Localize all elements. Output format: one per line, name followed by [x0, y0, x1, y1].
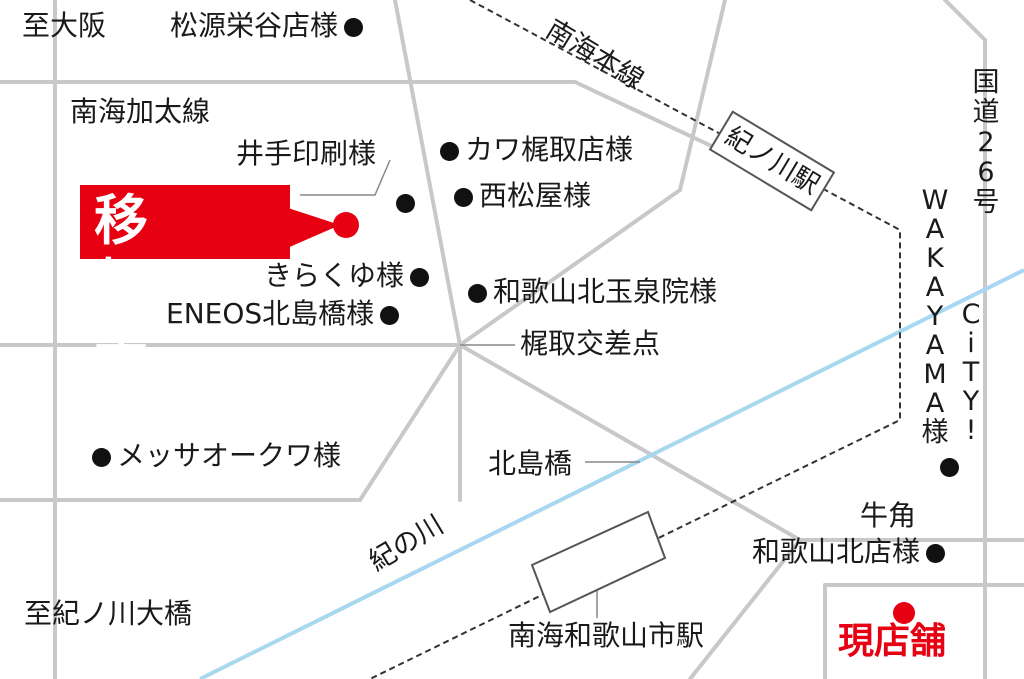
label-to-osaka: 至大阪 — [22, 9, 107, 42]
city-char: T — [962, 357, 980, 388]
poi-label: 和歌山北店様 — [752, 535, 921, 568]
destination-pointer — [285, 207, 340, 249]
wakayama-char: M — [923, 359, 947, 390]
poi-dot-icon — [92, 447, 111, 467]
road-sw — [358, 343, 462, 502]
current-store-label: 現店舗 — [838, 621, 947, 662]
city-char: i — [967, 328, 975, 359]
river-line — [199, 268, 1024, 679]
label-nankai-station: 南海和歌山市駅 — [508, 619, 705, 652]
label-gyukaku-top: 牛角 — [860, 499, 917, 532]
label-to-kinokawa-bridge: 至紀ノ川大橋 — [24, 597, 193, 630]
label-city: C i T Y ! — [956, 300, 986, 445]
poi-label: メッサオーク — [117, 439, 286, 472]
poi-label: 和歌山北玉泉院様 — [493, 275, 718, 308]
poi-dot-icon — [454, 187, 473, 207]
nankai-wakayamashi-station — [530, 510, 667, 614]
label-kitajima-bridge: 北島橋 — [488, 447, 573, 480]
wakayama-char: Y — [926, 301, 944, 332]
poi-nishimatsuya: 西松屋様 — [454, 180, 591, 212]
poi-label: ENEOS北島橋様 — [166, 297, 375, 330]
route26-char: 道 — [972, 97, 1000, 128]
poi-dot-icon — [926, 543, 946, 563]
poi-label: カワ梶取店様 — [465, 133, 634, 166]
road-north-a — [393, 0, 462, 347]
route26-char: 国 — [972, 67, 1000, 98]
poi-label: 西松屋様 — [479, 179, 592, 212]
destination-dot — [333, 212, 359, 238]
wakayama-char: A — [925, 330, 945, 361]
route26-char: 2 — [977, 127, 995, 158]
poi-matsugen: 松源栄谷店様 — [170, 9, 364, 42]
poi-dot-icon — [344, 17, 364, 37]
route26-char: 6 — [977, 157, 995, 188]
poi-label: きらくゆ様 — [264, 259, 405, 292]
route26-top — [943, 0, 987, 42]
label-route-26: 国 道 2 6 号 — [966, 68, 1006, 218]
wakayama-char: W — [921, 185, 949, 216]
city-char: C — [961, 299, 981, 330]
poi-dot-icon — [380, 305, 400, 325]
road-bottom-diag — [688, 538, 802, 679]
poi-messa: メッサオークワ様 — [92, 440, 341, 472]
poi-gyukaku: 和歌山北店様 — [752, 535, 946, 568]
poi-kitatamaizumi: 和歌山北玉泉院様 — [468, 276, 717, 308]
poi-dot-icon — [940, 458, 959, 477]
poi-kawa: カワ梶取店様 — [440, 134, 633, 166]
poi-eneos: ENEOS北島橋様 — [166, 297, 400, 330]
poi-dot-icon — [440, 141, 459, 161]
road-north-b — [678, 0, 727, 192]
label-kajitori-crossing: 梶取交差点 — [520, 327, 661, 360]
wakayama-char: A — [925, 388, 945, 419]
city-char: ! — [965, 415, 977, 446]
road-top-diag — [573, 80, 722, 152]
current-store-dot — [893, 602, 915, 624]
label-ide-print: 井手印刷様 — [236, 137, 377, 170]
wakayama-char: A — [925, 272, 945, 303]
road-kitajima — [458, 343, 802, 542]
destination-flag — [80, 185, 290, 259]
label-wakayama: W A K A Y A M A 様 — [918, 186, 952, 447]
wakayama-char: A — [925, 214, 945, 245]
poi-dot-icon — [410, 267, 430, 287]
city-char: Y — [962, 386, 980, 417]
wakayama-char: 様 — [921, 417, 949, 448]
wakayama-char: K — [926, 243, 944, 274]
poi-label-cont: ワ様 — [285, 439, 342, 472]
poi-kirakuyu: きらくゆ様 — [264, 259, 430, 292]
label-nankai-kada: 南海加太線 — [70, 95, 211, 128]
road-ne — [458, 188, 682, 347]
destination-label: 移転先 — [94, 189, 150, 380]
poi-dot-icon — [396, 194, 415, 213]
poi-label: 松源栄谷店様 — [170, 9, 339, 42]
poi-dot-icon — [468, 283, 487, 303]
route26-char: 号 — [972, 187, 1000, 218]
leader-ide — [300, 159, 391, 196]
